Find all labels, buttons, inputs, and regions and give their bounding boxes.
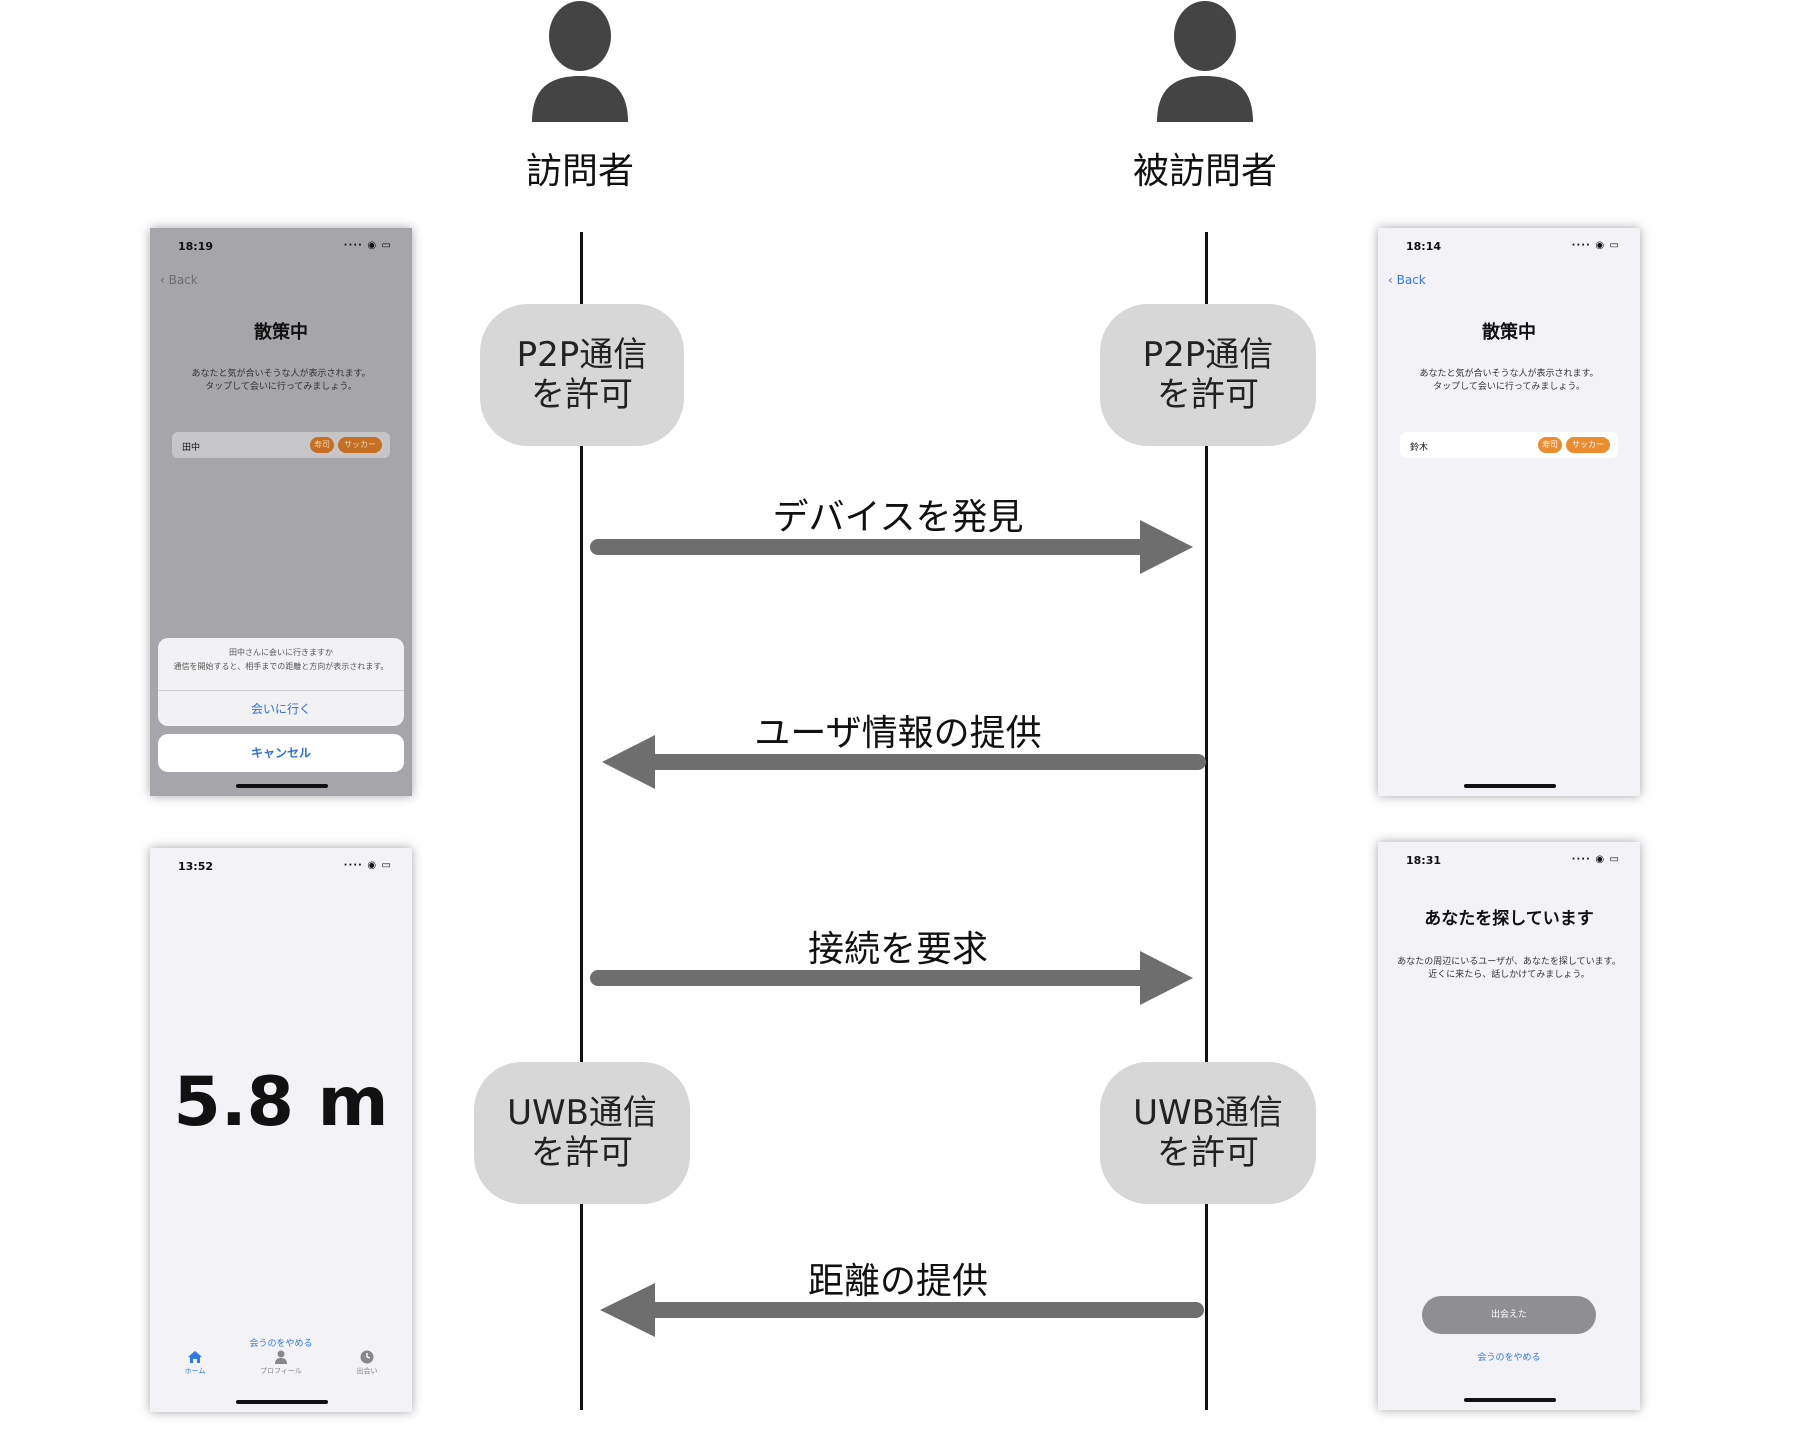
status-icons: ···· ◉ ▭ [1571, 240, 1620, 251]
go-meet-button[interactable]: 会いに行く [250, 702, 311, 716]
tab-label: ホーム [184, 1367, 206, 1375]
message-label-discover: デバイスを発見 [772, 497, 1024, 538]
back-label: Back [168, 273, 198, 287]
actor-visited-label: 被訪問者 [1132, 151, 1277, 192]
arrow-distance [600, 1283, 1204, 1337]
phone-screenshot-searching: 18:31 ···· ◉ ▭ あなたを探しています あなたの周辺にいるユーザが、… [1378, 842, 1640, 1410]
back-label: Back [1396, 273, 1426, 287]
house-icon [188, 1351, 202, 1363]
distance-readout: 5.8 m [173, 1063, 389, 1142]
stop-meeting-link[interactable]: 会うのをやめる [249, 1339, 313, 1349]
arrow-connect [590, 951, 1193, 1005]
page-subtitle-2: タップして会いに行ってみましょう。 [1433, 382, 1585, 392]
pill-line-1: P2P通信 [1142, 335, 1274, 375]
message-label-distance: 距離の提供 [807, 1261, 988, 1302]
pill-line-2: を許可 [531, 1133, 633, 1173]
list-item[interactable]: 鈴木 寿司 サッカー [1400, 432, 1618, 458]
arrow-userinfo [602, 735, 1206, 789]
sheet-divider [158, 690, 404, 691]
met-button[interactable]: 出会えた [1422, 1296, 1596, 1334]
cancel-button[interactable]: キャンセル [158, 734, 404, 772]
tab-bar: ホーム プロフィール 出会い [150, 1350, 412, 1390]
page-title: 散策中 [254, 322, 308, 343]
status-time: 18:19 [178, 240, 214, 253]
pill-p2p-visited: P2P通信 を許可 [1100, 304, 1316, 446]
status-icons: ···· ◉ ▭ [343, 860, 392, 871]
pill-line-1: UWB通信 [1133, 1093, 1283, 1133]
person-icon [275, 1350, 287, 1364]
actor-visitor: 訪問者 [450, 0, 710, 200]
clock-icon [360, 1350, 374, 1364]
status-icons: ···· ◉ ▭ [1571, 854, 1620, 865]
status-icons: ···· ◉ ▭ [343, 240, 392, 251]
arrow-discover [590, 520, 1193, 574]
page-subtitle-2: 近くに来たら、話しかけてみましょう。 [1428, 970, 1590, 980]
actor-visited: 被訪問者 [1075, 0, 1335, 200]
pill-line-2: を許可 [531, 375, 633, 415]
phone-screenshot-distance: 13:52 ···· ◉ ▭ 5.8 m 会うのをやめる ホーム プロフィール … [150, 848, 412, 1412]
page-subtitle-1: あなたの周辺にいるユーザが、あなたを探しています。 [1397, 957, 1621, 967]
page-subtitle-1: あなたと気が合いそうな人が表示されます。 [191, 369, 371, 379]
page-title: 散策中 [1482, 322, 1536, 343]
pill-uwb-visited: UWB通信 を許可 [1100, 1062, 1316, 1204]
message-label-connect: 接続を要求 [807, 929, 988, 970]
status-bar: 18:31 ···· ◉ ▭ [1406, 854, 1620, 870]
home-indicator [1464, 1398, 1556, 1402]
status-time: 13:52 [178, 860, 214, 873]
stop-meeting-link[interactable]: 会うのをやめる [1477, 1353, 1541, 1363]
pill-line-1: UWB通信 [507, 1093, 657, 1133]
status-bar: 18:19 ···· ◉ ▭ [178, 240, 392, 256]
list-item-name: 田中 [182, 443, 201, 453]
list-item-name: 鈴木 [1410, 443, 1429, 453]
tab-home[interactable]: ホーム [155, 1350, 235, 1376]
pill-line-1: P2P通信 [516, 335, 648, 375]
pill-line-2: を許可 [1157, 375, 1259, 415]
status-bar: 13:52 ···· ◉ ▭ [178, 860, 392, 876]
sheet-title: 田中さんに会いに行きますか [229, 648, 333, 657]
actor-visitor-label: 訪問者 [525, 151, 634, 192]
tab-encounters[interactable]: 出会い [327, 1350, 407, 1376]
home-indicator [1464, 784, 1556, 788]
tab-profile[interactable]: プロフィール [241, 1350, 321, 1376]
tab-label: プロフィール [260, 1367, 302, 1375]
page-subtitle-2: タップして会いに行ってみましょう。 [205, 382, 357, 392]
list-item[interactable]: 田中 寿司 サッカー [172, 432, 390, 458]
lifeline-visited [1205, 232, 1208, 1410]
tag-badge: 寿司 [310, 437, 334, 453]
lifeline-visitor [580, 232, 583, 1410]
action-sheet: 田中さんに会いに行きますか 通信を開始すると、相手までの距離と方向が表示されます… [158, 638, 404, 726]
tag-badge: 寿司 [1538, 437, 1562, 453]
pill-line-2: を許可 [1157, 1133, 1259, 1173]
person-icon [1157, 1, 1253, 122]
page-title: あなたを探しています [1424, 909, 1594, 929]
pill-p2p-visitor: P2P通信 を許可 [480, 304, 684, 446]
tag-badge: サッカー [338, 437, 382, 453]
pill-uwb-visitor: UWB通信 を許可 [474, 1062, 690, 1204]
tag-badge: サッカー [1566, 437, 1610, 453]
sheet-message: 通信を開始すると、相手までの距離と方向が表示されます。 [173, 662, 389, 671]
phone-screenshot-visited-list: 18:14 ···· ◉ ▭ ‹ Back 散策中 あなたと気が合いそうな人が表… [1378, 228, 1640, 796]
phone-screenshot-visitor-list: 18:19 ···· ◉ ▭ ‹ Back 散策中 あなたと気が合いそうな人が表… [150, 228, 412, 796]
page-subtitle-1: あなたと気が合いそうな人が表示されます。 [1419, 369, 1599, 379]
status-time: 18:31 [1406, 854, 1442, 867]
status-bar: 18:14 ···· ◉ ▭ [1406, 240, 1620, 256]
back-button[interactable]: ‹ Back [160, 273, 198, 287]
back-button[interactable]: ‹ Back [1388, 273, 1426, 287]
status-time: 18:14 [1406, 240, 1442, 253]
message-label-userinfo: ユーザ情報の提供 [754, 713, 1042, 754]
home-indicator [236, 784, 328, 788]
tab-label: 出会い [356, 1367, 378, 1375]
person-icon [532, 1, 628, 122]
home-indicator [236, 1400, 328, 1404]
